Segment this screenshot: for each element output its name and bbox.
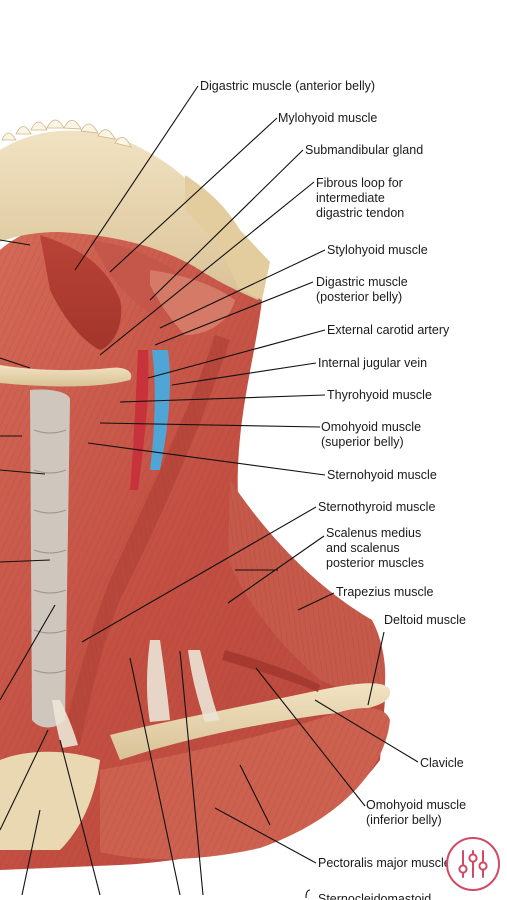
omohyoid-inferior-belly (222, 650, 320, 692)
tendons (52, 640, 220, 748)
label-scalenus: Scalenus medius and scalenus posterior m… (326, 526, 425, 570)
hyoid-bone (0, 365, 132, 387)
trachea (30, 389, 70, 728)
label-digastric-anterior: Digastric muscle (anterior belly) (200, 79, 375, 93)
label-sternothyroid: Sternothyroid muscle (318, 500, 435, 514)
label-fibrous-loop: Fibrous loop for intermediate digastric … (316, 176, 406, 220)
label-sternocleidomastoid: Sternocleidomastoid (318, 892, 431, 900)
scm-fibers (60, 335, 230, 745)
label-deltoid: Deltoid muscle (384, 613, 466, 627)
tracheal-rings (33, 429, 67, 674)
label-submandibular-gland: Submandibular gland (305, 143, 423, 157)
label-stylohyoid: Stylohyoid muscle (327, 243, 428, 257)
label-thyrohyoid: Thyrohyoid muscle (327, 388, 432, 402)
digastric-anterior-belly (40, 235, 122, 350)
label-internal-jugular: Internal jugular vein (318, 356, 427, 370)
labels: Digastric muscle (anterior belly) Mylohy… (200, 79, 470, 900)
submandibular-gland (150, 270, 235, 335)
carotid-artery (130, 350, 149, 490)
label-pectoralis-major: Pectoralis major muscle (318, 856, 451, 870)
label-mylohyoid: Mylohyoid muscle (278, 111, 377, 125)
sliders-icon (458, 850, 488, 878)
mandible-ramus (185, 175, 270, 300)
clavicle-bone (110, 683, 391, 760)
leader-lines (0, 85, 419, 899)
label-trapezius: Trapezius muscle (336, 585, 434, 599)
label-omohyoid-inferior: Omohyoid muscle (inferior belly) (366, 798, 470, 827)
trapezius-fibers (228, 480, 386, 705)
neck-illustration (0, 119, 391, 871)
mandible (0, 130, 268, 300)
lower-teeth (1, 119, 132, 148)
label-clavicle: Clavicle (420, 756, 464, 770)
internal-jugular-vein (150, 350, 170, 470)
settings-button[interactable] (446, 837, 500, 891)
label-sternohyoid: Sternohyoid muscle (327, 468, 437, 482)
label-external-carotid: External carotid artery (327, 323, 450, 337)
label-digastric-posterior: Digastric muscle (posterior belly) (316, 275, 411, 304)
label-omohyoid-superior: Omohyoid muscle (superior belly) (321, 420, 425, 449)
manubrium (0, 751, 100, 850)
